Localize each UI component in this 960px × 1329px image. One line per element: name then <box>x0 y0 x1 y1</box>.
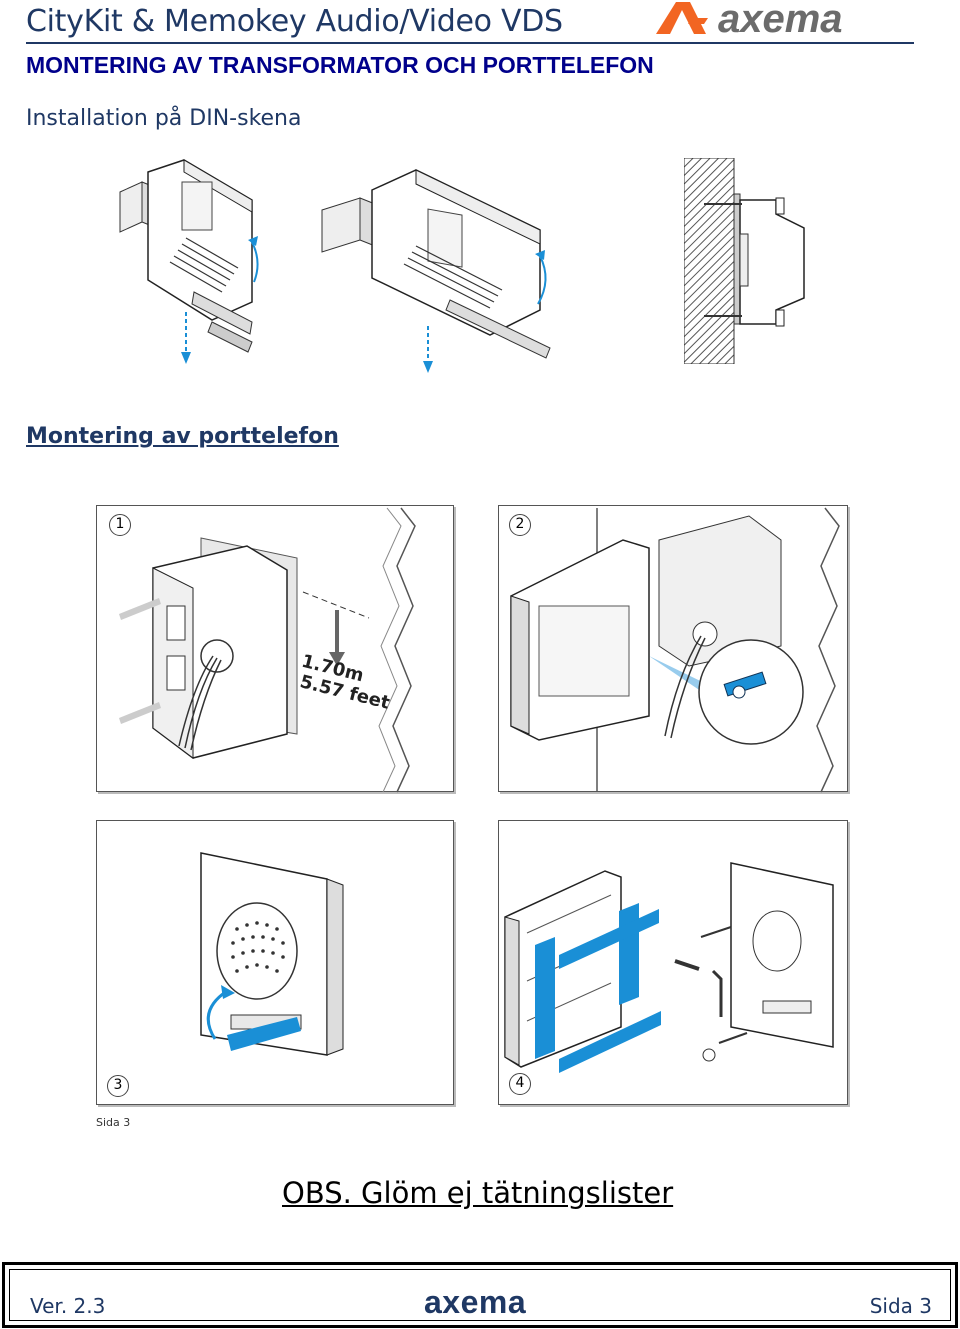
din-rail-figure-1 <box>112 152 282 372</box>
step-number-badge: 3 <box>107 1075 129 1097</box>
step-number-badge: 2 <box>509 514 531 536</box>
version-label: Ver. 2.3 <box>30 1294 106 1318</box>
din-rail-figure-2 <box>320 160 560 375</box>
step-number-badge: 1 <box>109 514 131 536</box>
figure-page-label: Sida 3 <box>96 1116 131 1129</box>
svg-text:axema: axema <box>718 0 843 40</box>
din-rail-subtitle: Installation på DIN-skena <box>26 106 302 131</box>
seal-strips-note: OBS. Glöm ej tätningslister <box>282 1176 674 1210</box>
section-title: MONTERING AV TRANSFORMATOR OCH PORTTELEF… <box>26 52 654 78</box>
header-rule <box>26 42 914 44</box>
mounting-heading: Montering av porttelefon <box>26 424 339 449</box>
footer-inner-frame: Ver. 2.3 axema Sida 3 <box>9 1269 951 1321</box>
page-number: Sida 3 <box>869 1294 932 1318</box>
axema-logo: axema <box>656 0 916 41</box>
mounting-step-3-panel: 3 <box>96 820 454 1105</box>
wall-side-view-figure <box>683 157 824 365</box>
footer-logo: axema <box>424 1284 527 1320</box>
page-footer: Ver. 2.3 axema Sida 3 <box>2 1262 958 1328</box>
document-title: CityKit & Memokey Audio/Video VDS <box>26 4 563 39</box>
mounting-step-2-panel: 2 <box>498 505 848 793</box>
mounting-step-1-panel: 1 1.70m 5.57 feet <box>96 505 454 793</box>
mounting-step-4-panel: 4 <box>498 820 848 1105</box>
step-number-badge: 4 <box>509 1073 531 1095</box>
